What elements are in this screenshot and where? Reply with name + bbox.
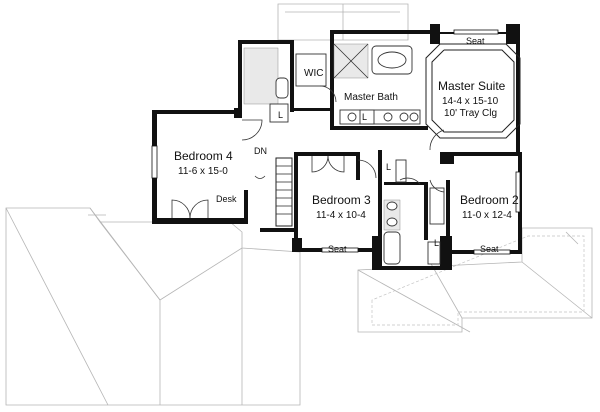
room-dim-bedroom3: 11-4 x 10-4	[316, 210, 366, 221]
hall-bath-fixtures	[243, 47, 327, 123]
windows	[151, 29, 521, 255]
room-name-master-bath: Master Bath	[344, 92, 398, 103]
linen-label-1: L	[278, 110, 283, 120]
shared-bath-fixtures	[383, 159, 445, 265]
seat-label-bedroom2: Seat	[480, 244, 499, 254]
room-name-wic: WIC	[304, 68, 323, 79]
linen-label-4: L	[434, 238, 439, 248]
roof-lines	[5, 3, 593, 406]
tray-ceiling-outline	[425, 43, 521, 139]
stair-down-label: DN	[254, 146, 267, 156]
room-dim-master-suite: 14-4 x 15-10	[442, 96, 499, 107]
room-name-bedroom2: Bedroom 2	[460, 193, 519, 207]
room-name-bedroom4: Bedroom 4	[174, 149, 233, 163]
linen-label-2: L	[362, 112, 367, 122]
door-swings	[171, 85, 445, 219]
desk-label: Desk	[216, 194, 237, 204]
room-ceiling-master-suite: 10' Tray Clg	[444, 108, 497, 119]
seat-label-master: Seat	[466, 36, 485, 46]
room-name-bedroom3: Bedroom 3	[312, 193, 371, 207]
seat-label-bedroom3: Seat	[328, 244, 347, 254]
labels: Seat Master Suite 14-4 x 15-10 10' Tray …	[174, 36, 519, 254]
room-dim-bedroom4: 11-6 x 15-0	[178, 166, 228, 177]
master-bath-fixtures	[333, 43, 421, 125]
room-name-master-suite: Master Suite	[438, 79, 506, 93]
stairs	[254, 157, 293, 227]
linen-label-3: L	[386, 162, 391, 172]
room-dim-bedroom2: 11-0 x 12-4	[462, 210, 512, 221]
